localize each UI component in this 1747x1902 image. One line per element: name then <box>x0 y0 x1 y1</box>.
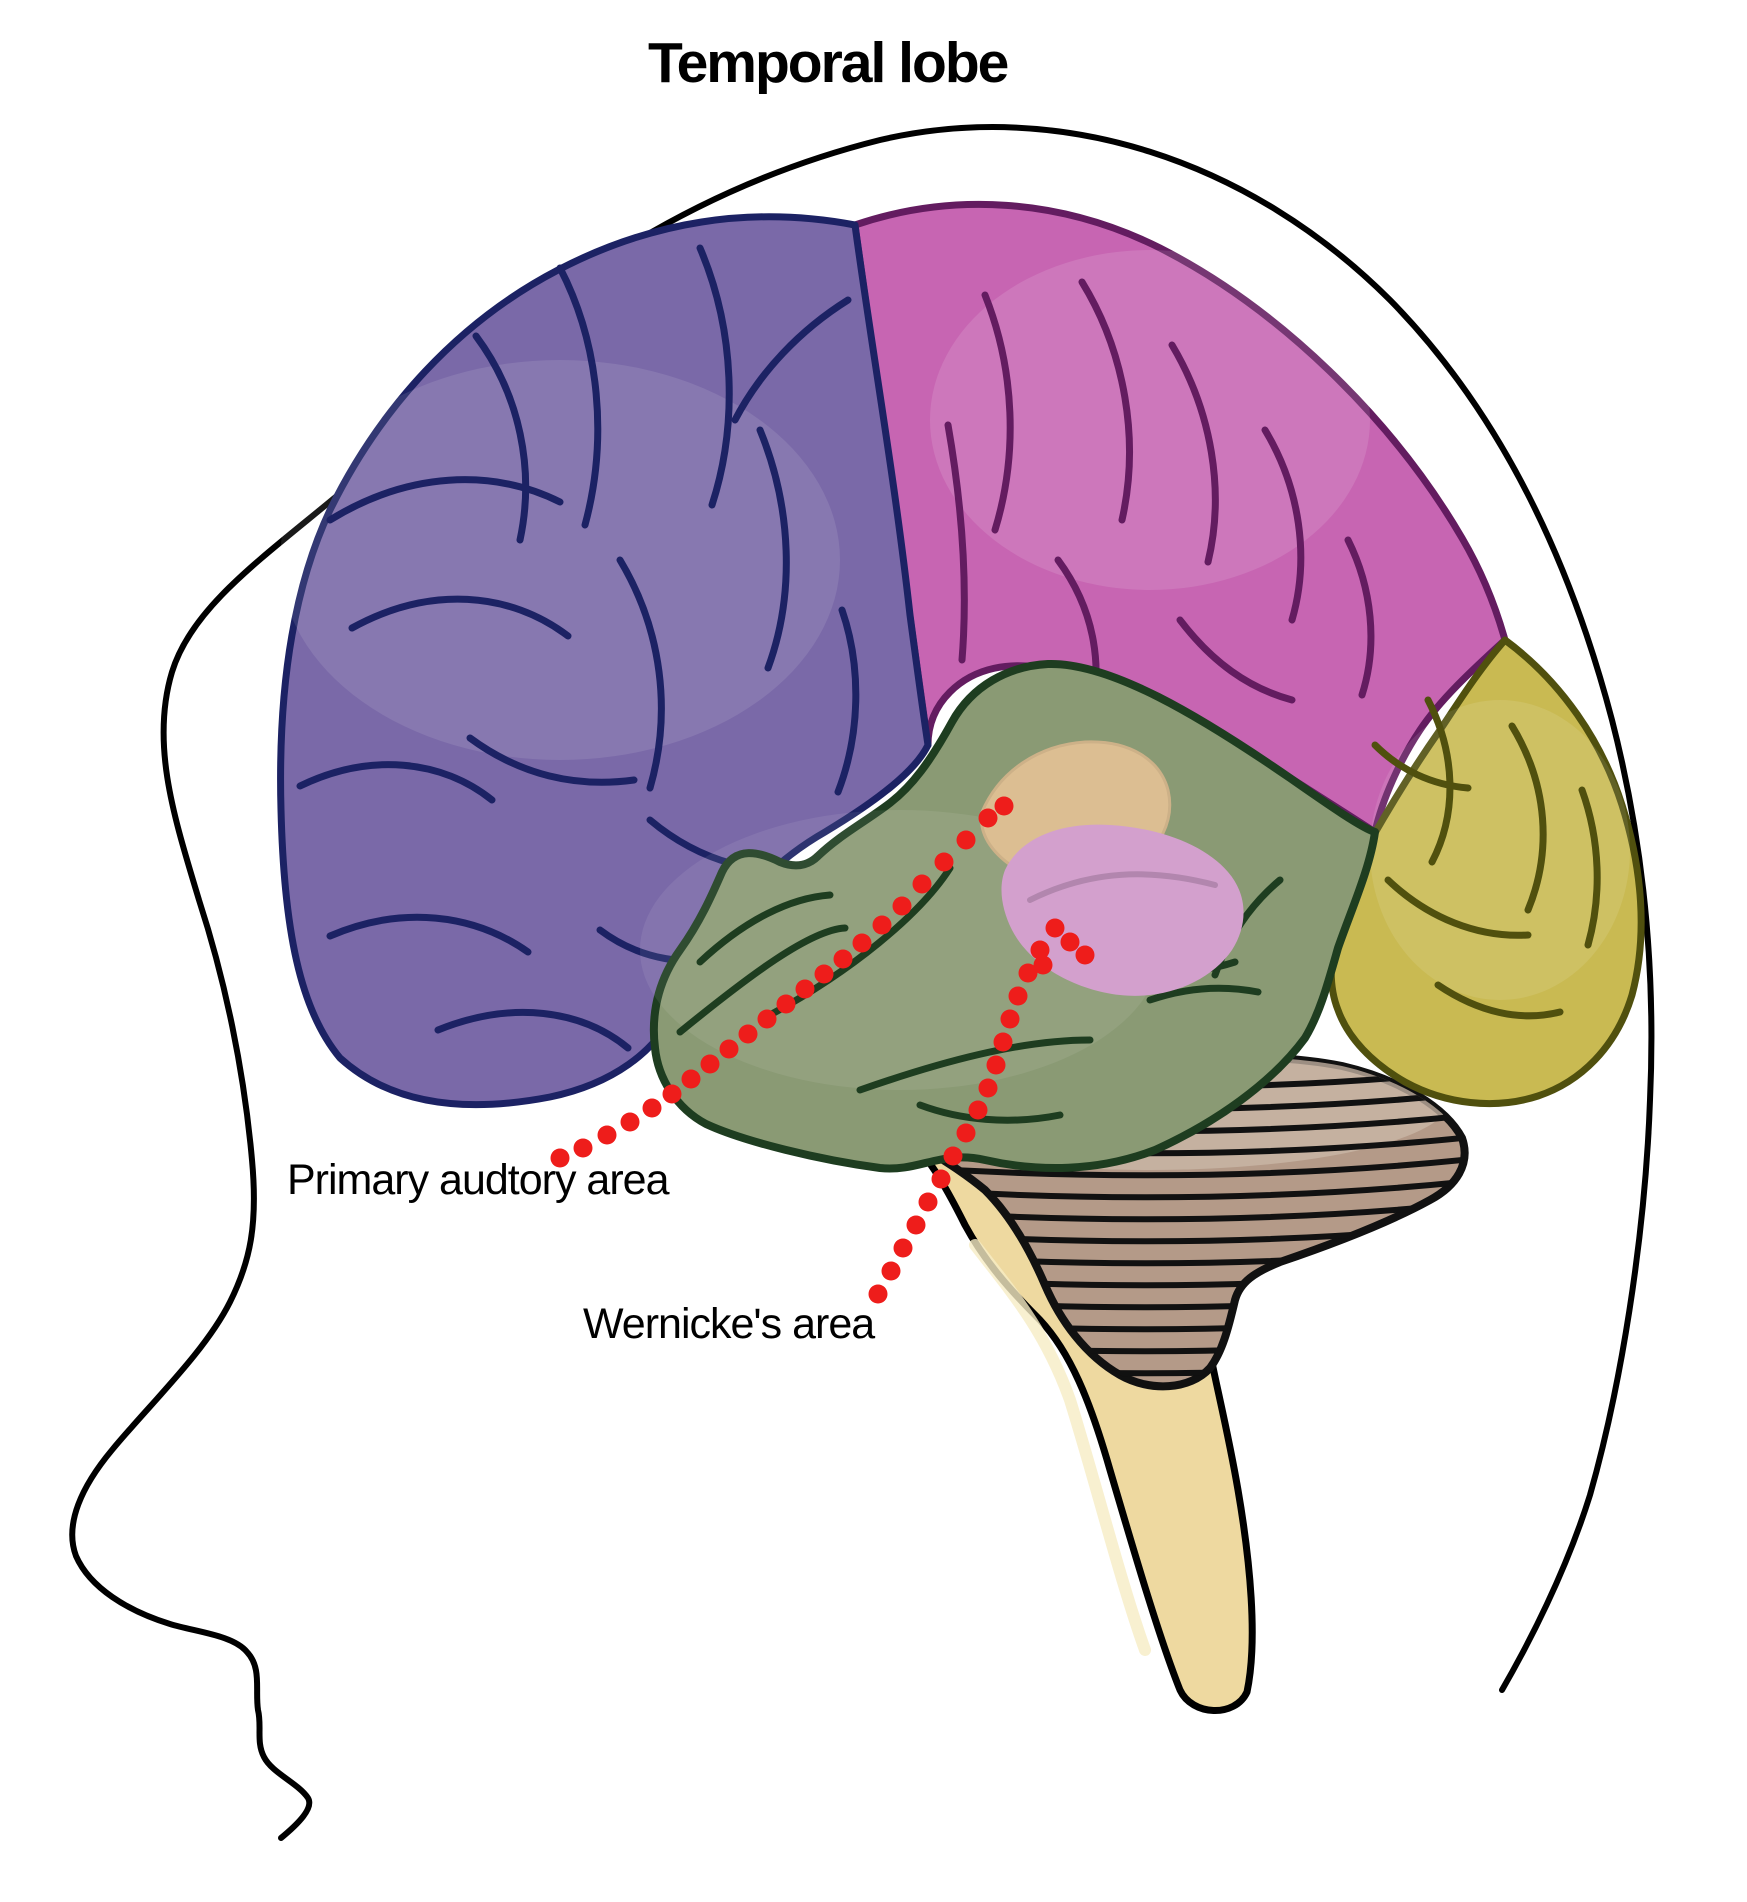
head-outline <box>69 124 1655 1841</box>
occipital-sulci <box>1371 696 1601 1020</box>
wernicke-spot-fold <box>1027 871 1218 903</box>
brainstem-highlight <box>969 1239 1151 1656</box>
occipital-lobe <box>1327 636 1645 1107</box>
parietal-sheen <box>930 250 1370 590</box>
wernicke-area-spot <box>1001 824 1244 996</box>
leader-dots-primary-auditory <box>550 796 1014 1168</box>
wernicke-area-label: Wernicke's area <box>583 1300 875 1348</box>
frontal-lobe <box>277 213 932 1109</box>
occipital-body <box>1327 636 1645 1107</box>
frontal-sheen <box>280 360 840 760</box>
occipital-sheen <box>1370 700 1630 1000</box>
page-title: Temporal lobe <box>648 31 1009 95</box>
primary-auditory-area-label: Primary audtory area <box>287 1156 669 1204</box>
parietal-sulci <box>944 278 1375 729</box>
temporal-sulci <box>676 864 1284 1124</box>
frontal-sulci <box>296 244 860 1052</box>
wernicke-spot-body <box>1001 824 1244 996</box>
parietal-lobe <box>851 200 1509 836</box>
leader-dots-wernicke <box>868 918 1095 1304</box>
